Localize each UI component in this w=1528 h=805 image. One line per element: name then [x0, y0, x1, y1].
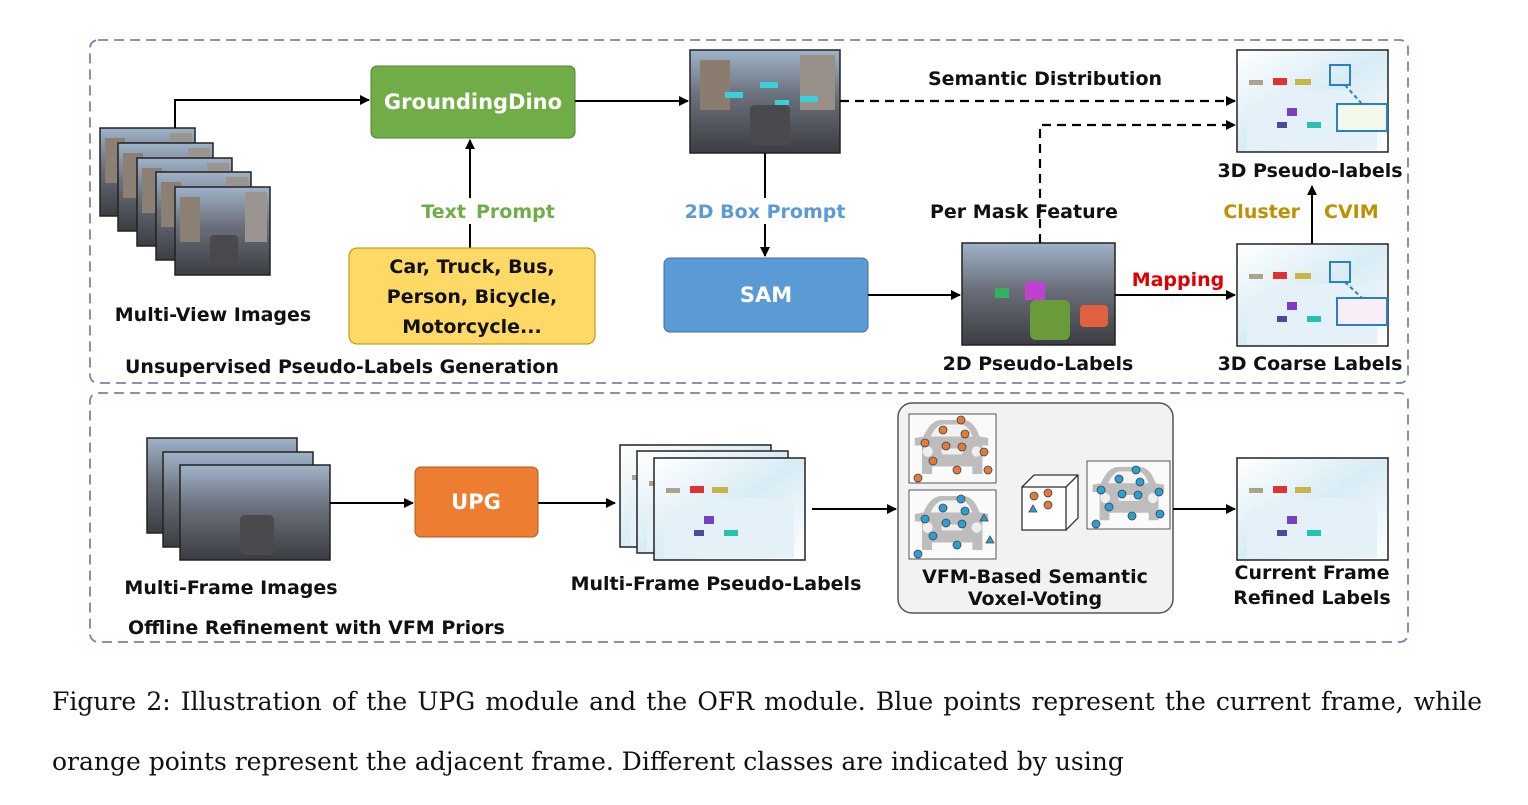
per-mask-feature-label: Per Mask Feature	[930, 201, 1118, 223]
figure-caption: Figure 2: Illustration of the UPG module…	[52, 687, 1482, 776]
box-prompt-label: 2D Box Prompt	[685, 201, 846, 223]
cluster-label: Cluster	[1223, 201, 1300, 223]
upg-panel-border	[89, 39, 1409, 384]
ofr-panel-title: Offline Refinement with VFM Priors	[128, 617, 505, 639]
mapping-label: Mapping	[1132, 269, 1225, 291]
pseudo-2d-label: 2D Pseudo-Labels	[943, 353, 1134, 375]
prompt-line-2: Person, Bicycle,	[387, 286, 557, 308]
multi-frame-pseudo-labels	[619, 444, 806, 561]
upg-label: UPG	[451, 490, 501, 514]
multi-frame-images	[146, 437, 331, 561]
text-prompt-label-1: Text	[421, 201, 466, 223]
multi-frame-pseudo-label: Multi-Frame Pseudo-Labels	[571, 573, 862, 595]
semantic-distribution-label: Semantic Distribution	[928, 68, 1162, 90]
text-prompt-label-2: Prompt	[476, 201, 555, 223]
pseudo-2d-image	[961, 242, 1116, 346]
detection-image	[689, 49, 841, 154]
voting-label-1: VFM-Based Semantic	[922, 566, 1148, 588]
voxel-voting-module	[897, 402, 1174, 614]
refined-labels-image	[1236, 457, 1389, 561]
grounding-dino-label: GroundingDino	[384, 90, 562, 114]
cvim-label: CVIM	[1324, 201, 1379, 223]
multi-frame-label: Multi-Frame Images	[124, 577, 337, 599]
prompt-line-1: Car, Truck, Bus,	[389, 256, 554, 278]
prompt-line-3: Motorcycle...	[402, 316, 541, 338]
upg-panel-title: Unsupervised Pseudo-Labels Generation	[125, 356, 559, 378]
arrow-per-mask-feature	[1038, 120, 1236, 243]
multi-view-label: Multi-View Images	[115, 304, 311, 326]
coarse-3d-label: 3D Coarse Labels	[1218, 353, 1403, 375]
refined-label-2: Refined Labels	[1233, 587, 1390, 609]
refined-label-1: Current Frame	[1235, 562, 1390, 584]
arrow-images-to-dino	[174, 95, 370, 128]
multi-view-images	[99, 127, 271, 276]
prompt-classes-box	[348, 247, 596, 345]
voting-label-2: Voxel-Voting	[968, 588, 1102, 610]
coarse-3d-image	[1236, 243, 1389, 347]
pseudo-3d-label: 3D Pseudo-labels	[1217, 160, 1402, 182]
sam-label: SAM	[740, 283, 792, 307]
pseudo-3d-image	[1236, 49, 1389, 153]
ofr-panel-border	[89, 392, 1409, 643]
